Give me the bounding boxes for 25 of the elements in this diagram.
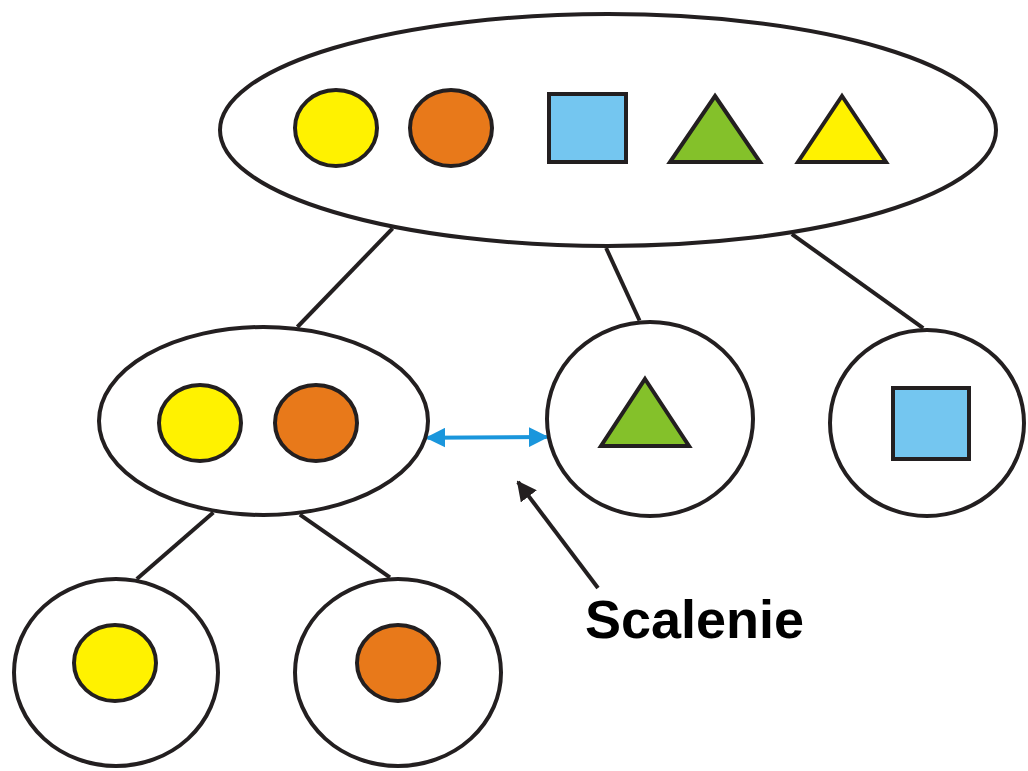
- circle-shape: [12, 577, 220, 768]
- circle-shape: [545, 320, 755, 518]
- connector-line: [135, 511, 215, 581]
- connector-line: [604, 247, 642, 322]
- circle-shape: [408, 88, 494, 168]
- connector-line: [790, 232, 925, 330]
- triangle-shape: [667, 93, 763, 164]
- circle-shape: [828, 328, 1026, 518]
- connector-line: [298, 513, 392, 579]
- group-ellipse: [218, 12, 998, 248]
- leader-line: [516, 480, 600, 590]
- circle-shape: [157, 383, 243, 463]
- circle-shape: [273, 383, 359, 463]
- double-arrow: [425, 427, 549, 448]
- circle-shape: [293, 88, 379, 168]
- callout-text: Scalenie: [585, 592, 805, 646]
- circle-shape: [72, 623, 158, 703]
- triangle-shape: [795, 93, 889, 164]
- circle-shape: [355, 623, 441, 703]
- square-shape: [891, 386, 971, 461]
- connector-line: [295, 227, 395, 329]
- triangle-shape: [598, 376, 692, 448]
- square-shape: [547, 92, 628, 164]
- circle-shape: [293, 577, 503, 768]
- group-ellipse: [97, 325, 430, 517]
